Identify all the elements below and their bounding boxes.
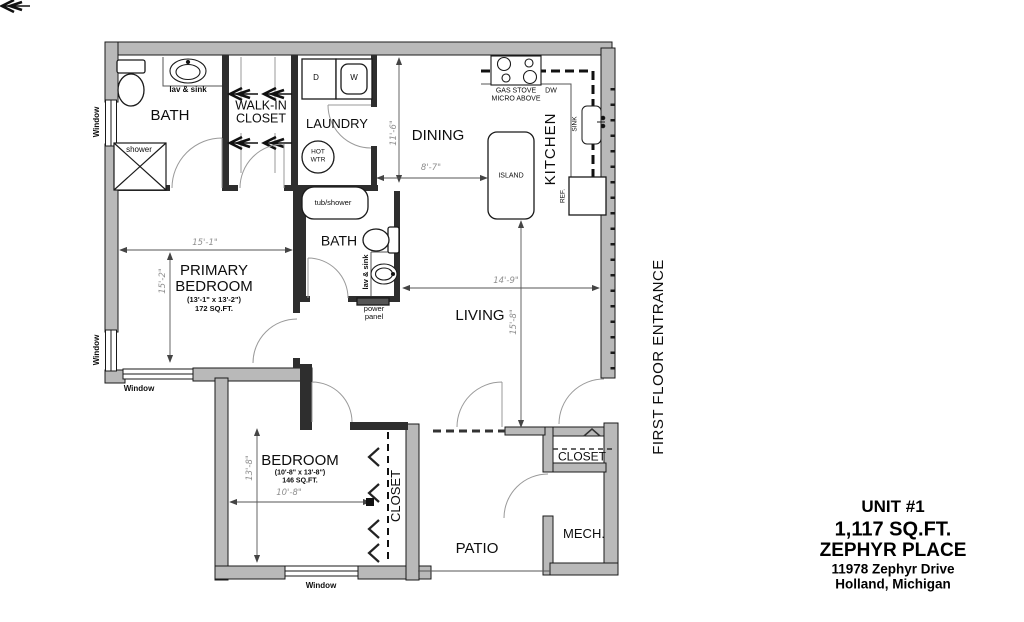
fixtures: [113, 55, 607, 306]
bedroom-closet-hangers: [367, 447, 380, 563]
dimension-lines: [119, 57, 600, 563]
fixture-label-lav-sink-2: lav & sink: [361, 254, 371, 290]
room-label-walkin-line1: WALK-IN: [235, 98, 287, 113]
entrance-label: FIRST FLOOR ENTRANCE: [650, 259, 668, 455]
room-label-kitchen: KITCHEN: [542, 112, 560, 186]
title-address-line1: 11978 Zephyr Drive: [831, 561, 955, 577]
dim-living-width: 14'-9": [493, 276, 519, 286]
fixture-label-dryer: D: [313, 72, 319, 82]
window-label-bedroom-bottom: Window: [305, 580, 337, 590]
fixture-label-power-panel-line2: panel: [364, 312, 384, 322]
room-label-primary-line2: BEDROOM: [175, 278, 253, 296]
room-label-bedroom: BEDROOM: [261, 452, 339, 470]
toilet-icon: [116, 59, 146, 107]
fixture-label-sink: SINK: [571, 116, 579, 132]
title-unit: UNIT #1: [861, 497, 925, 516]
refrigerator-icon: [568, 176, 607, 216]
dim-living-depth: 15'-8": [509, 309, 519, 335]
room-label-mech: MECH.: [563, 526, 605, 542]
dim-dining-island: 8'-7": [420, 163, 442, 173]
dim-primary-width: 15'-1": [192, 238, 218, 248]
toilet2-icon: [362, 226, 400, 254]
water-heater-icon: [301, 140, 335, 174]
title-area: 1,117 SQ.FT.: [834, 518, 952, 541]
shower-icon: [113, 142, 167, 191]
fixture-label-dw: DW: [545, 87, 557, 95]
door-swings[interactable]: [171, 104, 605, 519]
title-address-line2: Holland, Michigan: [835, 576, 951, 592]
room-label-laundry: LAUNDRY: [306, 116, 368, 132]
room-label-bath-2: BATH: [320, 232, 358, 249]
dim-bedroom-depth: 13'-8": [245, 455, 255, 481]
island-icon: [487, 131, 535, 220]
room-label-primary-dims: (13'-1" x 13'-2"): [186, 295, 242, 305]
fixture-label-hot-wtr-line2: WTR: [310, 156, 326, 164]
hanger-symbols: [0, 0, 294, 151]
dim-primary-depth: 15'-2": [158, 268, 168, 294]
room-label-bath-1: BATH: [150, 107, 190, 125]
fixture-label-island: ISLAND: [498, 172, 524, 180]
fixture-label-tub-shower: tub/shower: [314, 198, 352, 208]
fixture-label-micro-above: MICRO ABOVE: [491, 95, 541, 103]
room-label-bedroom-dims: (10'-8" x 13'-8"): [274, 469, 326, 477]
kitchen-sink-icon: [581, 105, 606, 145]
window-label-left-upper: Window: [91, 106, 101, 138]
title-community: ZEPHYR PLACE: [819, 540, 967, 561]
dim-dining-depth: 11'-6": [389, 120, 399, 146]
fixture-label-hot-wtr-line1: HOT: [311, 148, 325, 156]
tub-shower-icon: [301, 186, 369, 220]
dim-bedroom-width: 10'-8": [276, 488, 302, 498]
fixture-label-washer: W: [350, 72, 358, 82]
bath2-sink-icon: [370, 263, 398, 285]
room-label-primary-line1: PRIMARY: [179, 262, 249, 280]
closet-rods: [240, 57, 612, 563]
fixture-label-gas-stove: GAS STOVE: [495, 87, 537, 95]
room-label-primary-area: 172 SQ.FT.: [195, 304, 233, 314]
room-label-bedroom-area: 146 SQ.FT.: [282, 477, 318, 485]
room-label-bedroom-closet: CLOSET: [388, 469, 404, 523]
room-label-patio: PATIO: [455, 540, 499, 558]
window-label-left-lower: Window: [91, 334, 101, 366]
bath-sink-icon: [169, 58, 207, 84]
window-label-primary-bottom: Window: [123, 383, 155, 393]
room-label-entry-closet: CLOSET: [557, 449, 607, 464]
room-label-walkin-line2: CLOSET: [235, 111, 287, 126]
fixture-label-ref: REF.: [559, 188, 567, 204]
stove-icon: [490, 55, 542, 86]
room-label-living: LIVING: [455, 307, 505, 325]
fixture-label-lav-sink-1: lav & sink: [169, 84, 207, 94]
power-panel-icon: [356, 297, 390, 306]
fixture-label-power-panel-line1: power: [363, 304, 385, 314]
fixture-label-shower: shower: [126, 144, 152, 154]
washer-icon: [335, 58, 373, 100]
dryer-icon: [301, 58, 337, 100]
room-label-dining: DINING: [411, 127, 465, 145]
windows: [105, 99, 359, 577]
